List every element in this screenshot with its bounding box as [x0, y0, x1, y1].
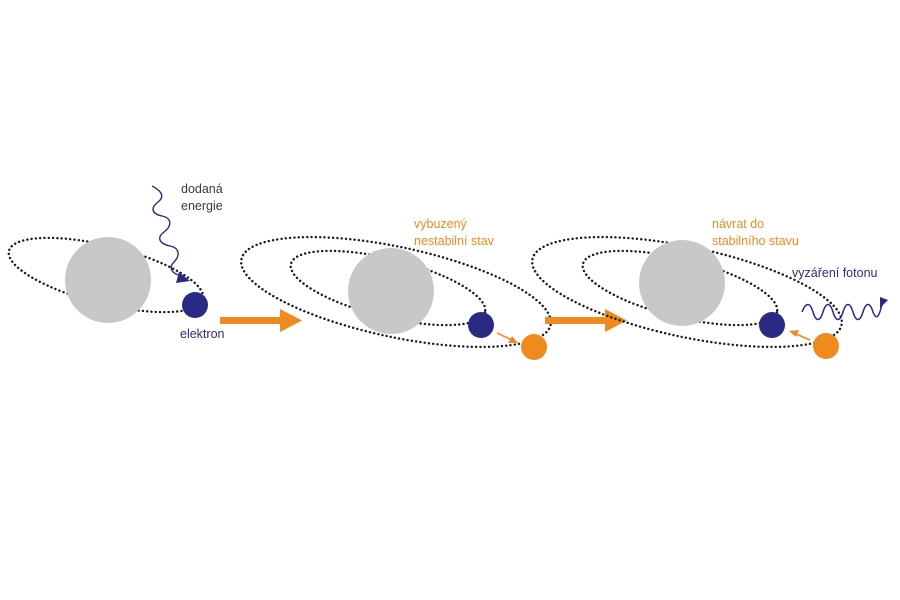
photon-arrowhead-icon — [880, 297, 888, 308]
label-photon: vyzáření fotonu — [792, 266, 878, 280]
label-excited-line1: vybuzený — [414, 217, 468, 231]
photon-wave-icon — [801, 303, 883, 321]
nucleus — [639, 240, 725, 326]
nucleus — [65, 237, 151, 323]
electron-previous-position — [468, 312, 494, 338]
label-excited-line2: nestabilní stav — [414, 234, 495, 248]
energy-wave-icon — [151, 185, 183, 277]
label-return-line1: návrat do — [712, 217, 764, 231]
panel-return-state: návrat do stabilního stavu vyzáření foto… — [530, 217, 888, 359]
label-return-line2: stabilního stavu — [712, 234, 799, 248]
electron-excited — [521, 334, 547, 360]
label-energy-line2: energie — [181, 199, 223, 213]
energy-arrowhead-icon — [176, 272, 190, 283]
label-electron: elektron — [180, 327, 225, 341]
transition-arrow-1 — [220, 309, 302, 332]
orbit-outer — [239, 235, 553, 349]
panel-ground-state: dodaná energie elektron — [7, 182, 225, 341]
return-arrow-line — [795, 333, 811, 341]
electron-stable — [759, 312, 785, 338]
nucleus — [348, 248, 434, 334]
jump-arrow-line — [496, 332, 513, 341]
jump-arrowhead-icon — [508, 336, 518, 343]
electron-excited-previous — [813, 333, 839, 359]
label-energy-line1: dodaná — [181, 182, 223, 196]
transition-arrow-2 — [545, 309, 627, 332]
panel-excited-state: vybuzený nestabilní stav — [239, 217, 553, 360]
electron — [182, 292, 208, 318]
return-arrowhead-icon — [789, 330, 799, 337]
